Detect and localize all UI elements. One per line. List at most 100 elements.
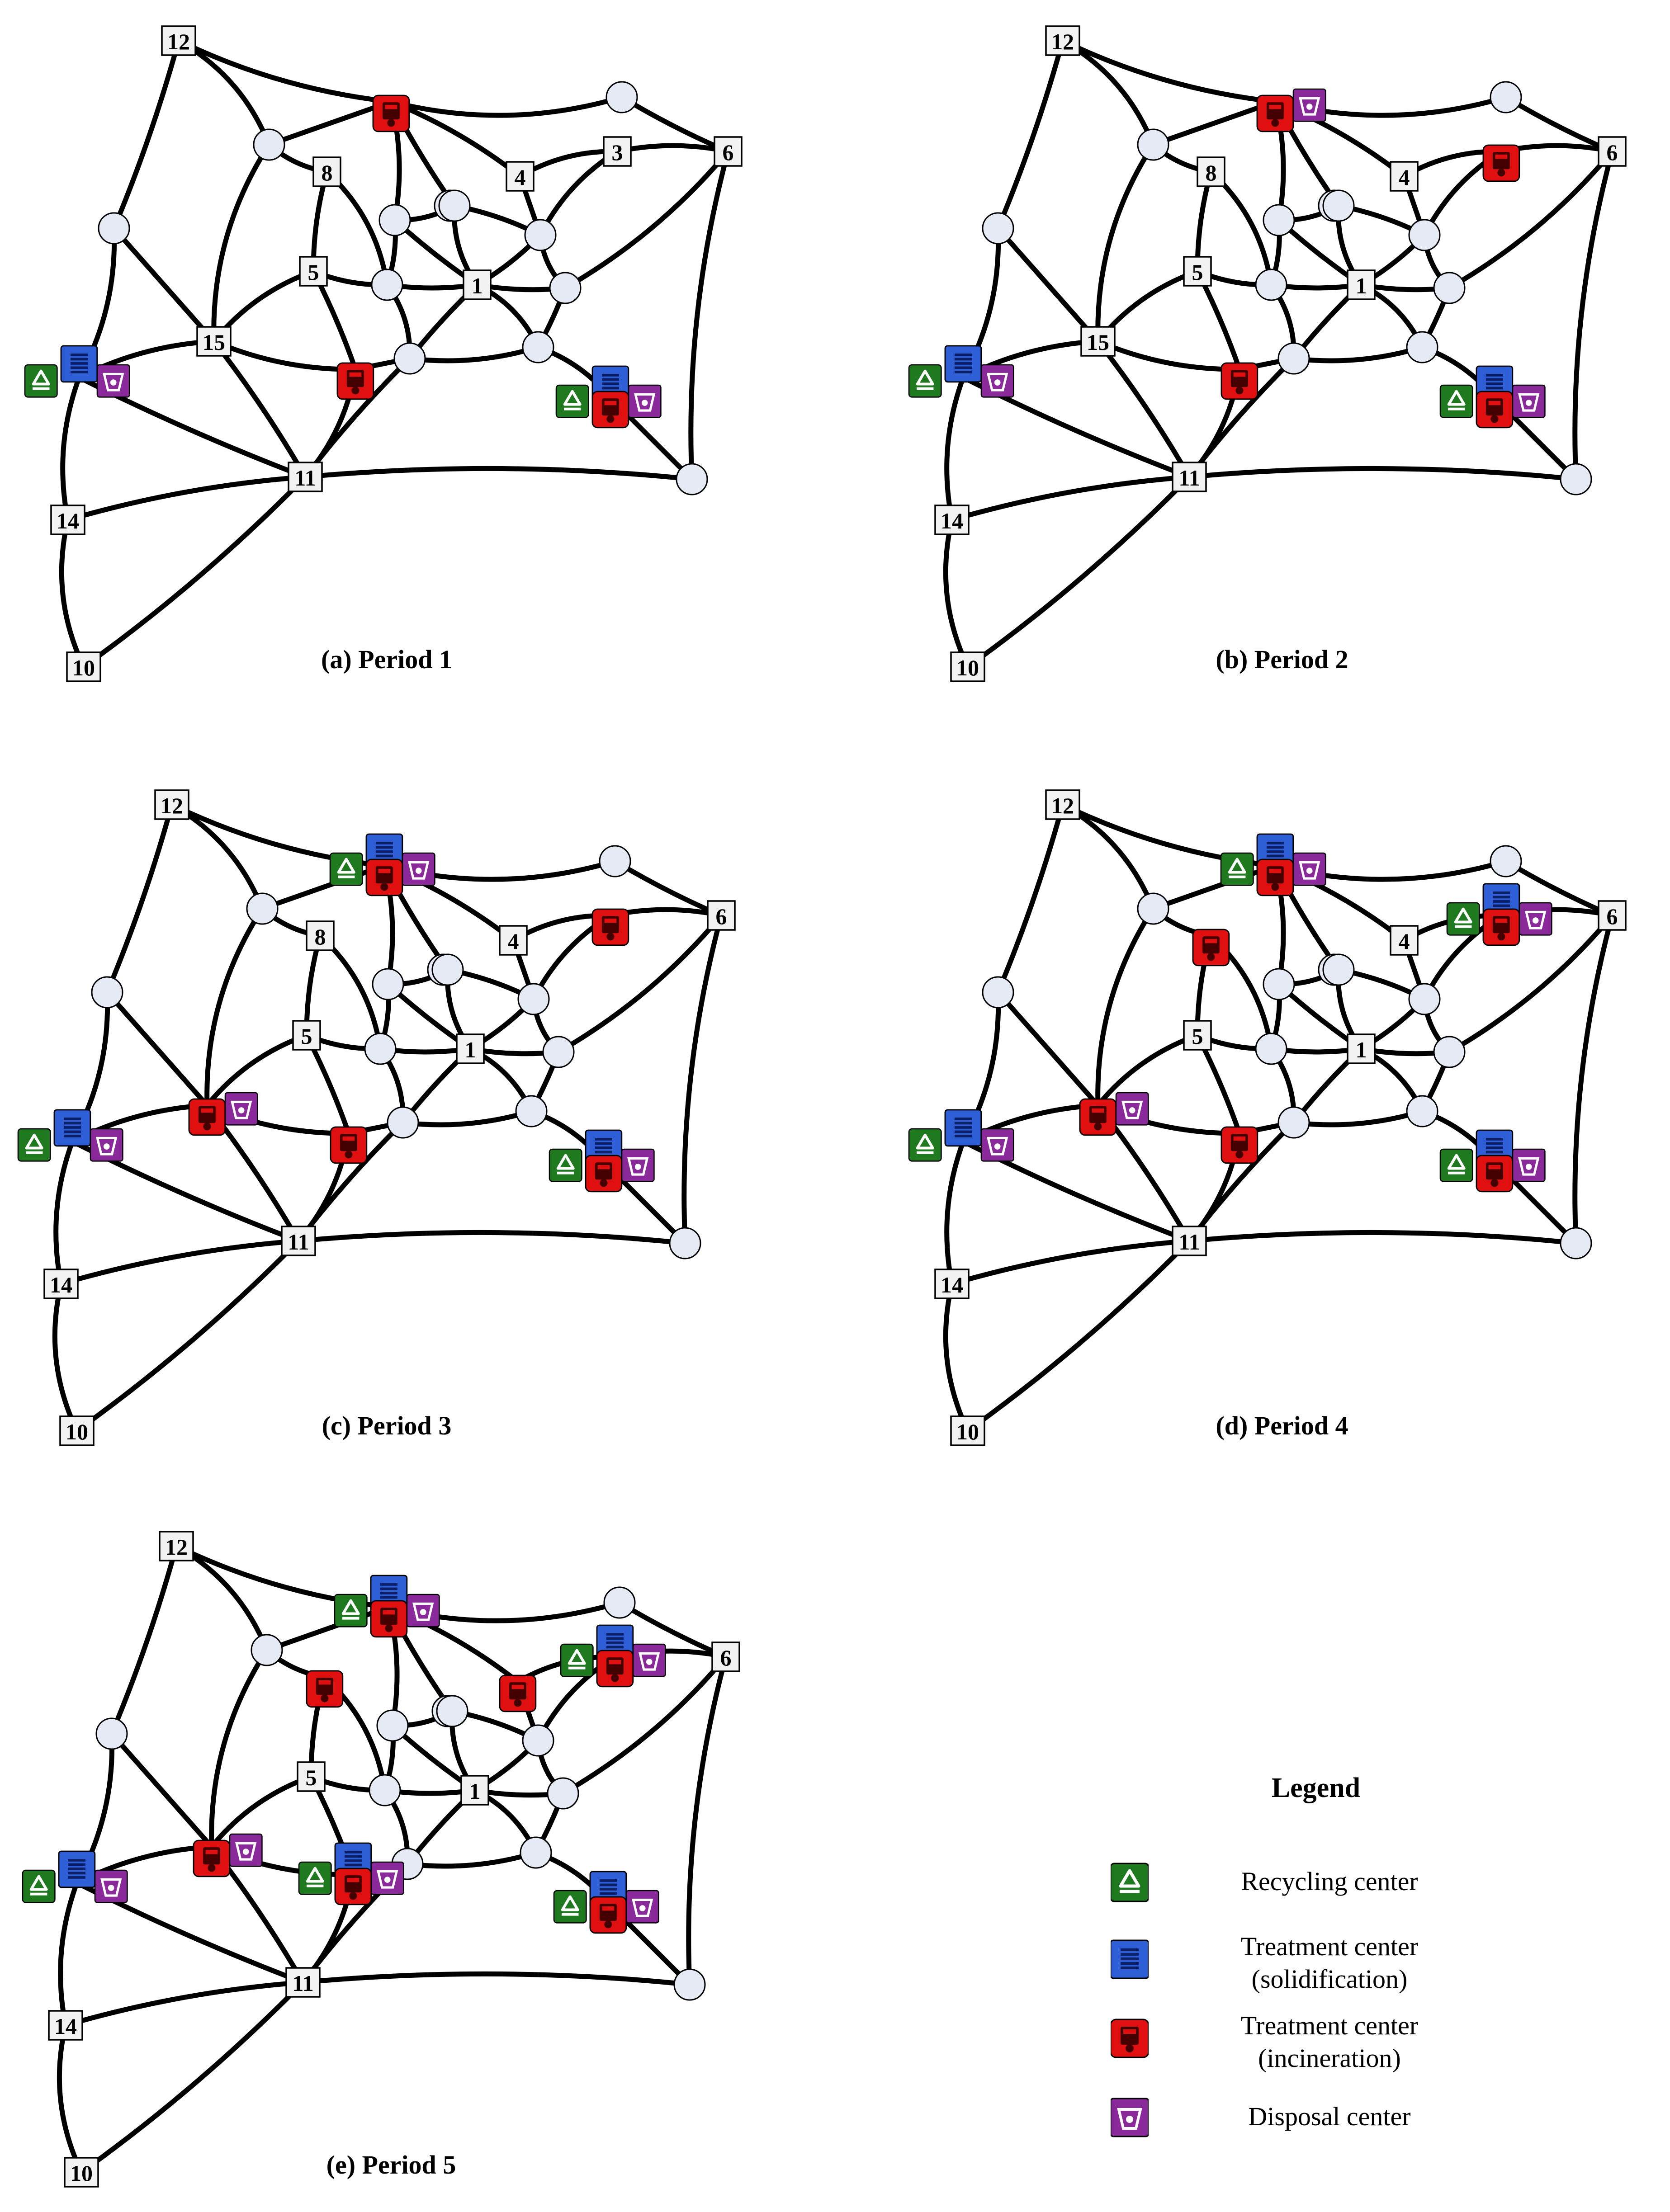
node-10: 10 — [950, 1415, 985, 1446]
junction-node — [91, 976, 123, 1009]
disposal-icon — [628, 384, 662, 418]
svg-text:11: 11 — [1178, 465, 1200, 491]
road-edge — [1060, 38, 1156, 147]
incineration-icon — [372, 94, 410, 132]
road-edge — [681, 913, 724, 1246]
recycling-icon — [1111, 1863, 1149, 1902]
disposal-icon — [621, 1148, 655, 1182]
svg-text:6: 6 — [1607, 904, 1618, 929]
svg-text:14: 14 — [57, 508, 79, 533]
road-edge — [59, 517, 86, 670]
junction-node — [1433, 272, 1466, 304]
svg-text:11: 11 — [1178, 1229, 1200, 1255]
junction-node — [522, 331, 554, 363]
svg-text:4: 4 — [1399, 929, 1410, 954]
node-6: 6 — [1598, 136, 1627, 167]
legend-title: Legend — [1271, 1773, 1361, 1803]
road-edge — [943, 517, 970, 670]
facility-cluster — [499, 1674, 537, 1712]
node-6: 6 — [1598, 900, 1627, 931]
junction-node — [606, 81, 638, 113]
svg-text:4: 4 — [1399, 165, 1410, 190]
svg-text:14: 14 — [50, 1272, 72, 1297]
recycling-icon — [553, 1890, 587, 1924]
facility-cluster — [1446, 883, 1552, 946]
svg-text:8: 8 — [1206, 160, 1217, 185]
incineration-icon — [1111, 2019, 1149, 2058]
svg-text:12: 12 — [1051, 793, 1074, 818]
incineration-icon — [370, 1600, 408, 1638]
road-edge — [1187, 1120, 1296, 1244]
node-12: 12 — [1045, 789, 1080, 820]
junction-node — [393, 342, 426, 375]
svg-text:15: 15 — [203, 330, 225, 355]
junction-node — [515, 1095, 548, 1127]
node-5: 5 — [297, 1761, 326, 1792]
node-10: 10 — [66, 651, 101, 682]
road-edge — [1095, 906, 1156, 1108]
svg-text:1: 1 — [465, 1037, 476, 1062]
junction-node — [524, 219, 557, 251]
facility-cluster — [549, 1129, 655, 1193]
svg-text:5: 5 — [306, 1765, 317, 1790]
road-edge — [211, 339, 308, 480]
road-edge — [1095, 1033, 1200, 1108]
road-edge — [1291, 344, 1425, 363]
junction-node — [438, 189, 471, 222]
node-12: 12 — [1045, 25, 1080, 56]
facility-cluster — [193, 1833, 263, 1877]
junction-node — [378, 204, 411, 236]
svg-text:6: 6 — [716, 904, 727, 929]
svg-text:5: 5 — [308, 259, 319, 285]
road-edge — [176, 38, 394, 104]
road-edge — [407, 344, 541, 363]
road-edge — [204, 1033, 309, 1108]
node-11: 11 — [1172, 1226, 1207, 1256]
node-8: 8 — [1197, 156, 1225, 187]
facility-cluster — [329, 833, 435, 896]
svg-text:10: 10 — [72, 655, 95, 680]
road-edge — [58, 1880, 80, 2028]
recycling-icon — [22, 1869, 56, 1903]
solidification-icon — [944, 1109, 982, 1147]
facility-cluster — [560, 1624, 666, 1688]
road-edge — [1187, 466, 1579, 482]
road-edge — [58, 1238, 301, 1287]
road-edge — [949, 1238, 1192, 1287]
recycling-icon — [1220, 852, 1254, 886]
svg-text:11: 11 — [288, 1229, 309, 1255]
facility-cluster — [555, 365, 662, 429]
svg-text:12: 12 — [165, 1534, 188, 1560]
node-3: 3 — [603, 136, 632, 167]
solidification-icon — [1111, 1939, 1149, 1979]
road-edge — [1447, 913, 1615, 1055]
road-edge — [943, 1281, 970, 1434]
road-edge — [686, 1654, 729, 1987]
facility-cluster — [298, 1842, 404, 1905]
recycling-icon — [560, 1643, 594, 1677]
road-edge — [388, 94, 624, 118]
svg-text:10: 10 — [70, 2160, 93, 2186]
disposal-icon — [229, 1833, 263, 1867]
legend-item-solidification: Treatment center (solidification) — [1085, 1932, 1538, 2007]
recycling-icon — [555, 384, 589, 418]
road-edge — [1095, 142, 1156, 344]
junction-node — [517, 983, 550, 1015]
legend-label-recycling: Recycling center — [1241, 1867, 1418, 1896]
svg-text:12: 12 — [1051, 29, 1074, 54]
facility-cluster — [372, 94, 410, 132]
junction-node — [251, 1634, 283, 1666]
junction-node — [387, 1106, 419, 1139]
node-11: 11 — [285, 1967, 321, 1998]
incineration-icon — [193, 1839, 231, 1877]
disposal-icon — [980, 1128, 1014, 1162]
road-edge — [303, 356, 412, 480]
junction-node — [1137, 892, 1169, 925]
svg-text:14: 14 — [941, 1272, 963, 1297]
node-11: 11 — [281, 1226, 316, 1256]
facility-cluster — [336, 362, 374, 400]
disposal-icon — [1115, 1092, 1149, 1126]
disposal-icon — [224, 1092, 258, 1126]
